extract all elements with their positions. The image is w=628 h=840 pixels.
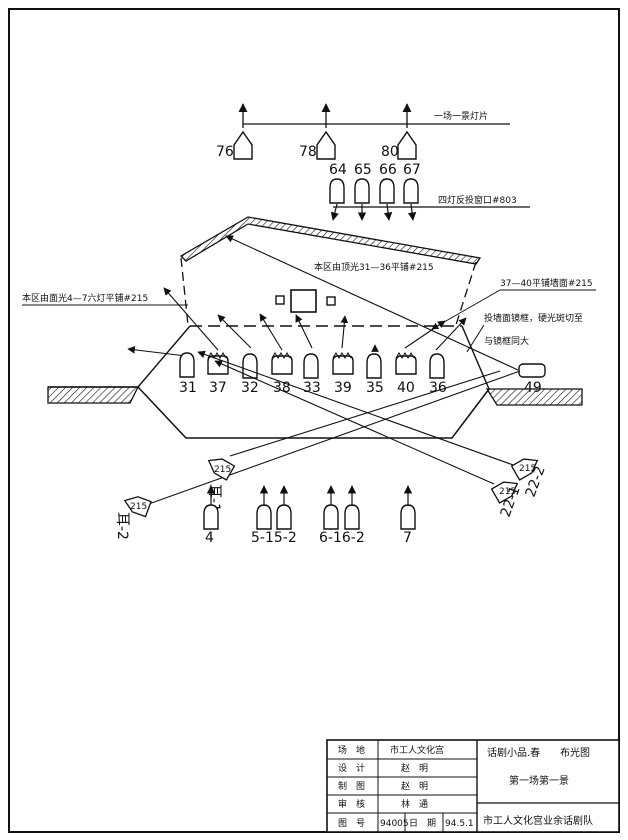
lamp-66-label: 66 — [379, 162, 397, 178]
lamp-80-label: 80 — [381, 144, 399, 160]
lamp-6-2 — [344, 485, 360, 530]
company-name: 市工人文化宫业余话剧队 — [483, 814, 593, 827]
lamp-31 — [179, 352, 195, 378]
venue-label: 场 地 — [338, 744, 365, 756]
lamp-32-label: 32 — [241, 380, 259, 396]
page-border — [8, 8, 620, 833]
lamp-78-label: 78 — [299, 144, 317, 160]
follow-spots — [145, 350, 521, 506]
lamp-49: 49 — [518, 363, 546, 396]
lamp-64-label: 64 — [329, 162, 347, 178]
lamp-65-label: 65 — [354, 162, 372, 178]
design-label: 设 计 — [338, 762, 365, 774]
gel-215-b: 215 — [130, 502, 147, 512]
lamp-49-label: 49 — [524, 380, 542, 396]
drawing-no-value: 94005 — [380, 819, 409, 829]
draw-value: 赵 明 — [401, 780, 428, 792]
lamp-31-label: 31 — [179, 380, 197, 396]
lamp-6-label: 6-16-2 — [319, 530, 365, 546]
follow-spot-left-2: 215 耳-2 — [114, 496, 152, 540]
lamp-39-label: 39 — [334, 380, 352, 396]
drawing-no-label: 图 号 — [338, 818, 365, 829]
wall-lights-note: 37—40平铺墙面#215 — [500, 277, 593, 289]
review-value: 林 通 — [401, 798, 428, 810]
lamp-33 — [303, 353, 319, 379]
lamp-64 — [329, 178, 345, 221]
venue-value: 市工人文化宫 — [390, 744, 444, 756]
four-lights-note: 四灯反投窗口#803 — [438, 194, 517, 206]
stage-outline — [47, 325, 583, 439]
lamp-67-label: 67 — [403, 162, 421, 178]
lamp-36 — [429, 353, 445, 379]
side-notes: 本区由面光4—7六灯平铺#215 37—40平铺墙面#215 投墙面镜框，硬光斑… — [22, 277, 596, 353]
lamp-39 — [332, 352, 354, 375]
review-label: 审 核 — [338, 798, 365, 810]
scene-title: 第一场第一景 — [509, 774, 569, 787]
date-value: 94.5.1 — [445, 819, 474, 829]
face-lights-note: 本区由面光4—7六灯平铺#215 — [22, 292, 148, 304]
play-title: 话剧小品.春 — [487, 747, 540, 759]
lamp-40 — [395, 352, 417, 375]
back-wall-set: 本区由顶光31—36平铺#215 — [179, 216, 482, 329]
draw-label: 制 图 — [338, 780, 365, 792]
window-lamp-row: 64 65 66 67 四灯反投窗口#803 — [329, 162, 530, 221]
follow-spot-right-2: 215 22-2 — [510, 458, 549, 499]
lamp-6-1 — [323, 485, 339, 530]
wall-window — [290, 289, 317, 313]
wall-frame-right — [326, 296, 336, 306]
mirror-note-1: 投墙面镜框，硬光斑切至 — [484, 312, 583, 324]
wall-frame-left — [275, 295, 285, 305]
lamp-35 — [366, 353, 382, 379]
lamp-67 — [403, 178, 419, 221]
design-value: 赵 明 — [401, 762, 428, 774]
lamp-76-label: 76 — [216, 144, 234, 160]
lamp-5-1 — [256, 485, 272, 530]
lamp-66 — [379, 178, 395, 221]
lamp-5-label: 5-15-2 — [251, 530, 297, 546]
gel-215-a: 215 — [214, 465, 231, 475]
lamp-38 — [271, 352, 293, 375]
mirror-note-2: 与镜框同大 — [484, 335, 529, 347]
face-lamp-row: 4 5-15-2 6-16-2 7 — [203, 485, 416, 546]
follow-spot-left-2-label: 耳-2 — [114, 512, 130, 540]
lamp-7 — [400, 485, 416, 530]
lamp-5-2 — [276, 485, 292, 530]
follow-spot-right-1: 215 22-1 — [490, 481, 524, 519]
lamp-7-label: 7 — [403, 530, 412, 546]
lamp-4-label: 4 — [205, 530, 214, 546]
lamp-40-label: 40 — [397, 380, 415, 396]
gel-215-d: 215 — [519, 464, 536, 474]
title-block: 场 地 市工人文化宫 设 计 赵 明 制 图 赵 明 审 核 林 通 图 号 9… — [326, 739, 620, 833]
lamp-76 — [233, 103, 253, 160]
lamp-65 — [354, 178, 370, 221]
lamp-4 — [203, 485, 219, 530]
gel-215-c: 215 — [499, 487, 516, 497]
lamp-37-label: 37 — [209, 380, 227, 396]
lamp-33-label: 33 — [303, 380, 321, 396]
top-lights-note: 本区由顶光31—36平铺#215 — [314, 261, 434, 273]
lamp-80 — [397, 103, 417, 160]
scene-lights-note: 一场一景灯片 — [434, 110, 488, 122]
lamp-78 — [316, 103, 336, 160]
lamp-35-label: 35 — [366, 380, 384, 396]
date-label: 日 期 — [409, 818, 436, 829]
plot-type: 布光图 — [560, 746, 590, 759]
top-lamp-row: 76 78 80 一场一景灯片 — [216, 103, 510, 160]
